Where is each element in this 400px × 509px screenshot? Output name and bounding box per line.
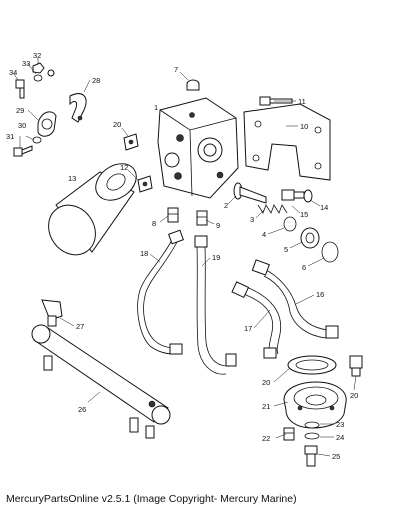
mounting-bracket — [243, 103, 331, 181]
callout-8: 8 — [152, 219, 156, 228]
callout-16: 16 — [316, 290, 324, 299]
elbow-connector — [41, 299, 63, 327]
bolt-and-washer — [281, 189, 313, 203]
valve-cap — [300, 227, 320, 249]
washer-31 — [32, 136, 42, 144]
callout-9: 9 — [216, 221, 220, 230]
screw-hardware — [47, 69, 55, 77]
callout-12: 12 — [120, 163, 128, 172]
callout-11: 11 — [298, 97, 306, 106]
callout-28: 27 — [76, 322, 84, 331]
hose-clamp-29 — [69, 93, 87, 123]
oil-hose-17 — [231, 281, 282, 359]
plug-fitting — [186, 79, 200, 91]
callout-13: 13 — [68, 174, 76, 183]
callout-10: 10 — [300, 122, 308, 131]
callout-20-upper: 20 — [113, 120, 121, 129]
callout-labels: 1 7 11 10 2 3 4 5 6 15 14 12 20 13 8 9 1… — [6, 51, 358, 461]
copyright-caption: MercuryPartsOnline v2.5.1 (Image Copyrig… — [6, 493, 297, 505]
callout-4: 4 — [262, 230, 266, 239]
callout-1: 1 — [154, 103, 158, 112]
callout-25: 24 — [336, 433, 344, 442]
callout-3: 3 — [250, 215, 254, 224]
valve-stem — [233, 182, 288, 214]
filter-adapter — [283, 381, 347, 429]
fitting-right — [349, 355, 363, 377]
snap-ring — [321, 241, 339, 263]
callout-29: 28 — [92, 76, 100, 85]
oil-hose-19 — [194, 235, 237, 375]
callout-20-right: 20 — [350, 391, 358, 400]
callout-27: 26 — [78, 405, 86, 414]
small-plug — [283, 427, 295, 441]
callout-15: 15 — [300, 210, 308, 219]
oil-filter — [48, 163, 137, 256]
hose-clamp-30 — [37, 111, 57, 137]
callout-26: 25 — [332, 452, 340, 461]
adapter-gasket — [287, 355, 337, 375]
callout-22: 21 — [262, 402, 270, 411]
hose-fitting-right — [196, 210, 208, 226]
o-ring — [283, 216, 297, 232]
fitting — [137, 175, 153, 193]
callout-19: 19 — [212, 253, 220, 262]
callout-17: 17 — [244, 324, 252, 333]
callout-32: 31 — [6, 132, 14, 141]
sealing-washer-25 — [304, 432, 320, 440]
callout-2: 2 — [224, 201, 228, 210]
callout-7: 7 — [174, 65, 178, 74]
callout-23: 22 — [262, 434, 270, 443]
clamp-bolt — [13, 145, 33, 157]
callout-33: 32 — [33, 51, 41, 60]
hose-fitting-left — [167, 207, 179, 223]
oil-hose-16 — [251, 259, 339, 339]
callout-6: 6 — [302, 263, 306, 272]
callout-14: 14 — [320, 203, 328, 212]
elbow-fitting — [123, 133, 139, 151]
callout-30: 29 — [16, 106, 24, 115]
oil-cooler — [31, 324, 171, 439]
bolt-35 — [15, 79, 25, 99]
washer-34 — [33, 74, 43, 82]
callout-18: 18 — [140, 249, 148, 258]
callout-31: 30 — [18, 121, 26, 130]
sealing-washer-24 — [304, 421, 320, 429]
callout-21: 20 — [262, 378, 270, 387]
leader-lines — [13, 58, 357, 457]
callout-5: 5 — [284, 245, 288, 254]
callout-24: 23 — [336, 420, 344, 429]
filter-housing-block — [157, 97, 239, 199]
drain-fitting — [304, 445, 318, 467]
callout-34: 33 — [22, 59, 30, 68]
oil-hose-18 — [137, 229, 184, 355]
callout-35: 34 — [9, 68, 17, 77]
nut-33 — [32, 62, 45, 74]
